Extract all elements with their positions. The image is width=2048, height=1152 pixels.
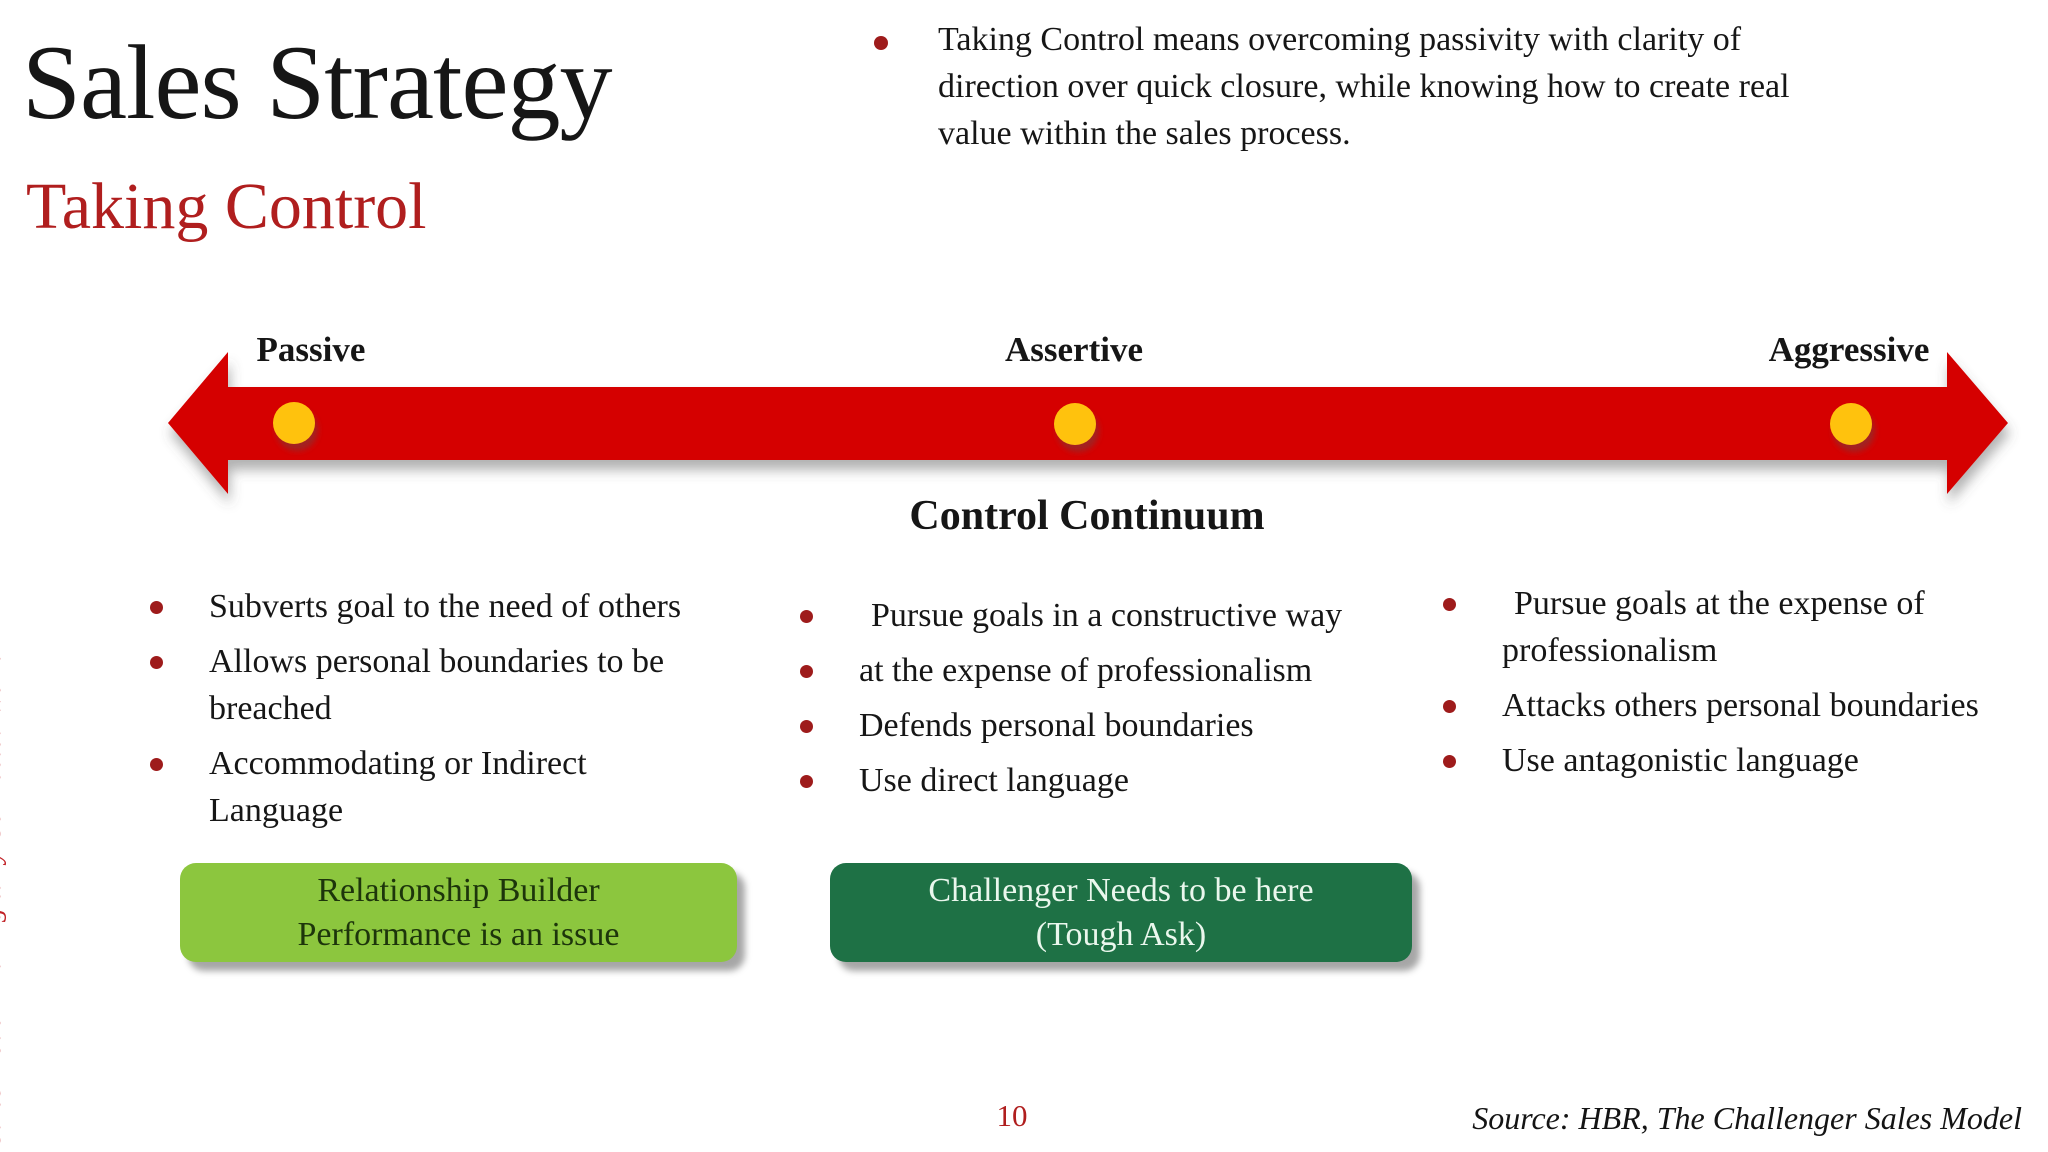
axis-label-passive: Passive bbox=[256, 330, 366, 369]
list-item: at the expense of professionalism bbox=[800, 647, 1440, 694]
list-item: Use antagonistic language bbox=[1443, 737, 2048, 784]
list-item: Attacks others personal boundaries bbox=[1443, 682, 2048, 729]
bullet-column-passive: Subverts goal to the need of others Allo… bbox=[150, 583, 790, 842]
bullet-icon bbox=[1443, 700, 1456, 713]
callout-relationship-builder: Relationship Builder Performance is an i… bbox=[180, 863, 737, 962]
bullet-icon bbox=[1443, 598, 1456, 611]
axis-label-aggressive: Aggressive bbox=[1768, 330, 1930, 369]
page-title: Sales Strategy bbox=[22, 24, 612, 141]
bullet-icon bbox=[1443, 755, 1456, 768]
list-item: Subverts goal to the need of others bbox=[150, 583, 790, 630]
intro-bullet-text: Taking Control means overcoming passivit… bbox=[938, 21, 1790, 152]
page-number: 10 bbox=[996, 1098, 1028, 1133]
source-credit: Source: HBR, The Challenger Sales Model bbox=[1472, 1100, 2022, 1136]
bullet-text: Pursue goals in a constructive way bbox=[871, 597, 1343, 634]
bullet-text: Pursue goals at the expense of professio… bbox=[1502, 585, 1925, 669]
bullet-icon bbox=[150, 601, 163, 614]
continuum-marker-aggressive-icon bbox=[1830, 403, 1872, 445]
list-item: Defends personal boundaries bbox=[800, 702, 1440, 749]
continuum-marker-passive-icon bbox=[273, 402, 315, 444]
intro-bullet-block: Taking Control means overcoming passivit… bbox=[862, 16, 1892, 157]
sidebar-vertical-text: Sales Model In a Digitally Connected Wor… bbox=[0, 649, 7, 1146]
bullet-text: Use direct language bbox=[859, 762, 1129, 799]
control-continuum-arrow bbox=[168, 352, 2008, 494]
bullet-icon bbox=[150, 656, 163, 669]
list-item: Use direct language bbox=[800, 757, 1440, 804]
bullet-icon bbox=[800, 775, 813, 788]
bullet-text: Use antagonistic language bbox=[1502, 742, 1859, 779]
bullet-icon bbox=[800, 720, 813, 733]
continuum-marker-assertive-icon bbox=[1054, 403, 1096, 445]
axis-label-assertive: Assertive bbox=[1004, 330, 1144, 369]
bullet-text: Defends personal boundaries bbox=[859, 707, 1254, 744]
callout-challenger: Challenger Needs to be here (Tough Ask) bbox=[830, 863, 1412, 962]
bullet-text: at the expense of professionalism bbox=[859, 652, 1313, 689]
bullet-text: Accommodating or Indirect Language bbox=[209, 745, 587, 829]
list-item: Pursue goals at the expense of professio… bbox=[1443, 580, 2048, 674]
bullet-icon bbox=[800, 610, 813, 623]
bullet-text: Attacks others personal boundaries bbox=[1502, 687, 1979, 724]
list-item: Accommodating or Indirect Language bbox=[150, 740, 790, 834]
list-item: Pursue goals in a constructive way bbox=[800, 592, 1440, 639]
bullet-column-aggressive: Pursue goals at the expense of professio… bbox=[1443, 580, 2048, 792]
list-item: Allows personal boundaries to be breache… bbox=[150, 638, 790, 732]
page-subtitle: Taking Control bbox=[26, 170, 427, 243]
continuum-caption: Control Continuum bbox=[909, 493, 1265, 539]
bullet-icon bbox=[800, 665, 813, 678]
bullet-column-assertive: Pursue goals in a constructive way at th… bbox=[800, 592, 1440, 812]
bullet-icon bbox=[874, 36, 888, 50]
bullet-text: Allows personal boundaries to be breache… bbox=[209, 643, 665, 727]
bullet-icon bbox=[150, 758, 163, 771]
bullet-text: Subverts goal to the need of others bbox=[209, 588, 682, 625]
